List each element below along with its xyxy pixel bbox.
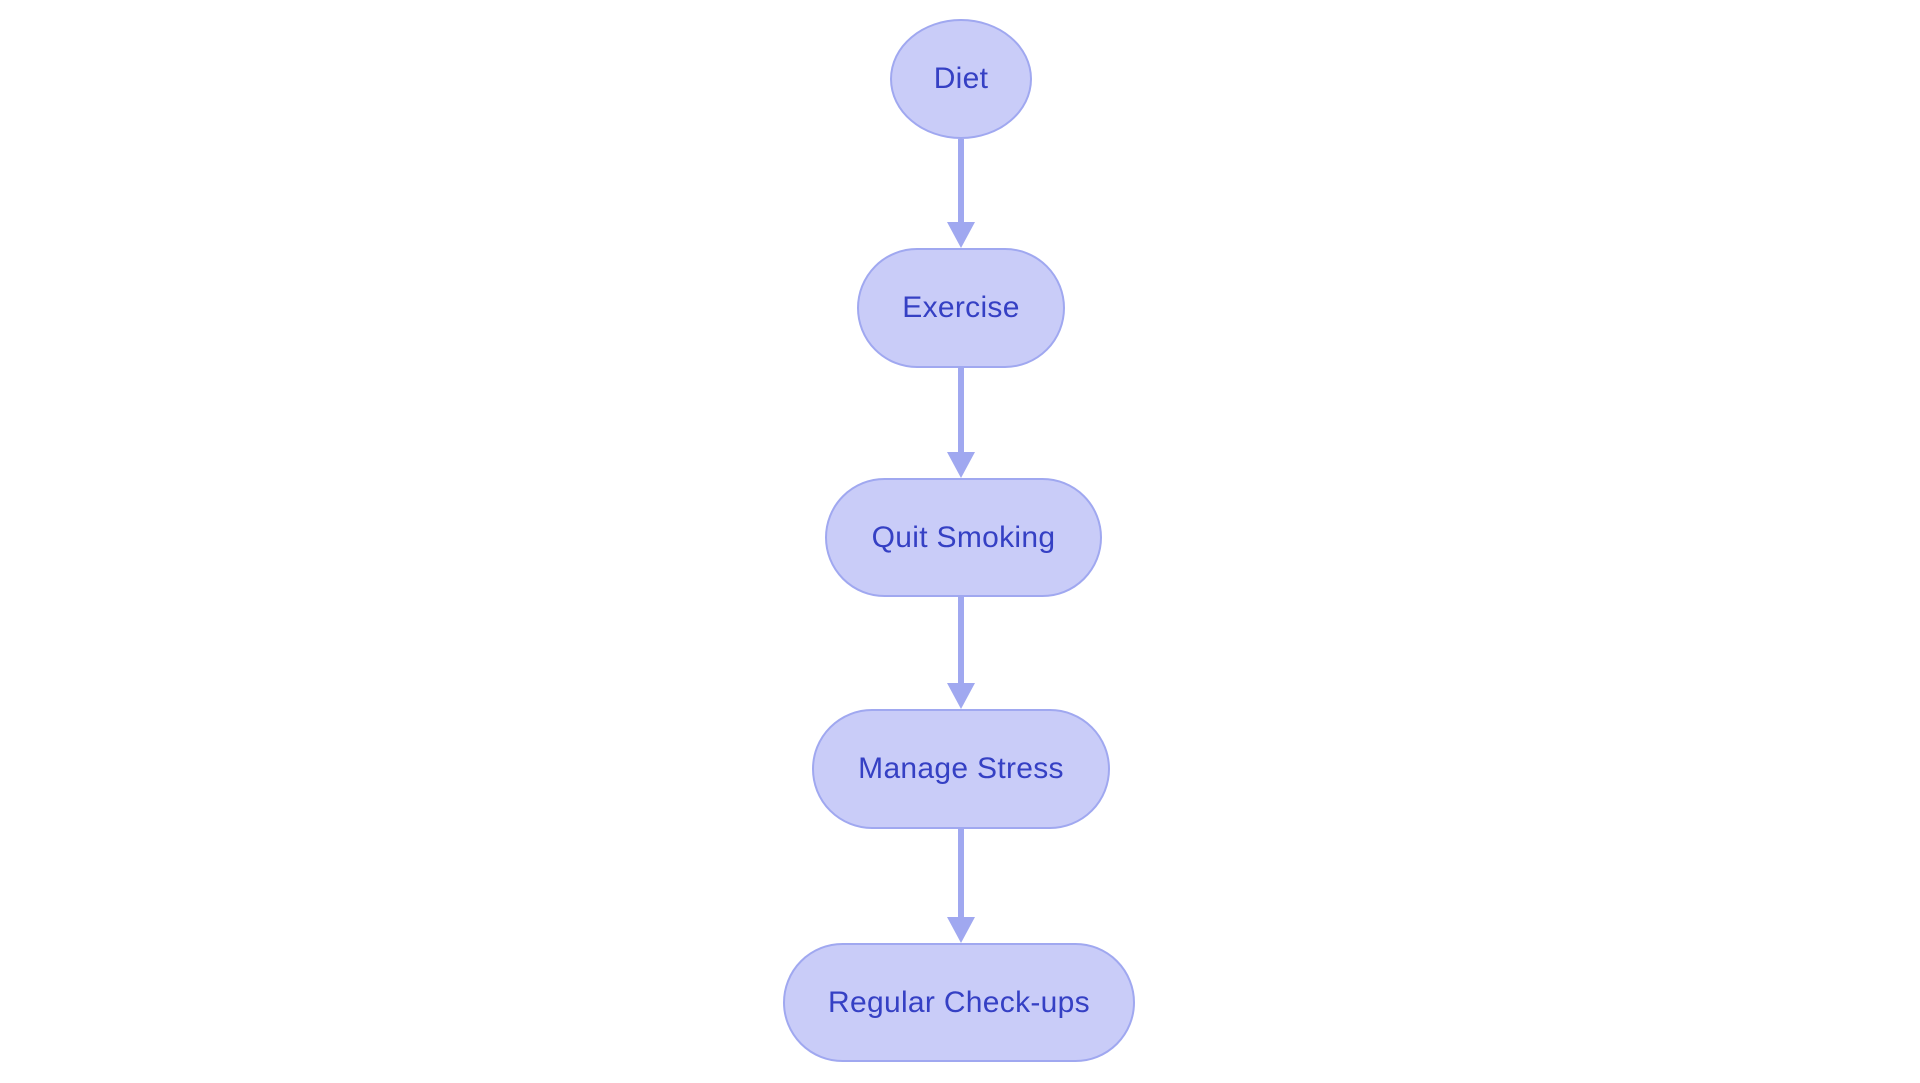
- node-regular-check-ups: Regular Check-ups: [783, 943, 1135, 1062]
- node-quit-smoking-label: Quit Smoking: [871, 520, 1056, 554]
- arrow-line: [958, 597, 964, 685]
- node-exercise-label: Exercise: [902, 291, 1020, 324]
- arrow-head-icon: [947, 452, 975, 478]
- node-diet-label: Diet: [933, 62, 989, 95]
- node-diet: Diet: [890, 19, 1032, 139]
- arrow-head-icon: [947, 222, 975, 248]
- arrow-head-icon: [947, 917, 975, 943]
- arrow-head-icon: [947, 683, 975, 709]
- arrow-line: [958, 829, 964, 919]
- arrow-line: [958, 368, 964, 454]
- node-manage-stress-label: Manage Stress: [858, 752, 1064, 785]
- node-exercise: Exercise: [857, 248, 1065, 368]
- arrow-line: [958, 139, 964, 224]
- node-quit-smoking: Quit Smoking: [825, 478, 1102, 597]
- node-regular-check-ups-label: Regular Check-ups: [828, 985, 1090, 1019]
- node-manage-stress: Manage Stress: [812, 709, 1110, 829]
